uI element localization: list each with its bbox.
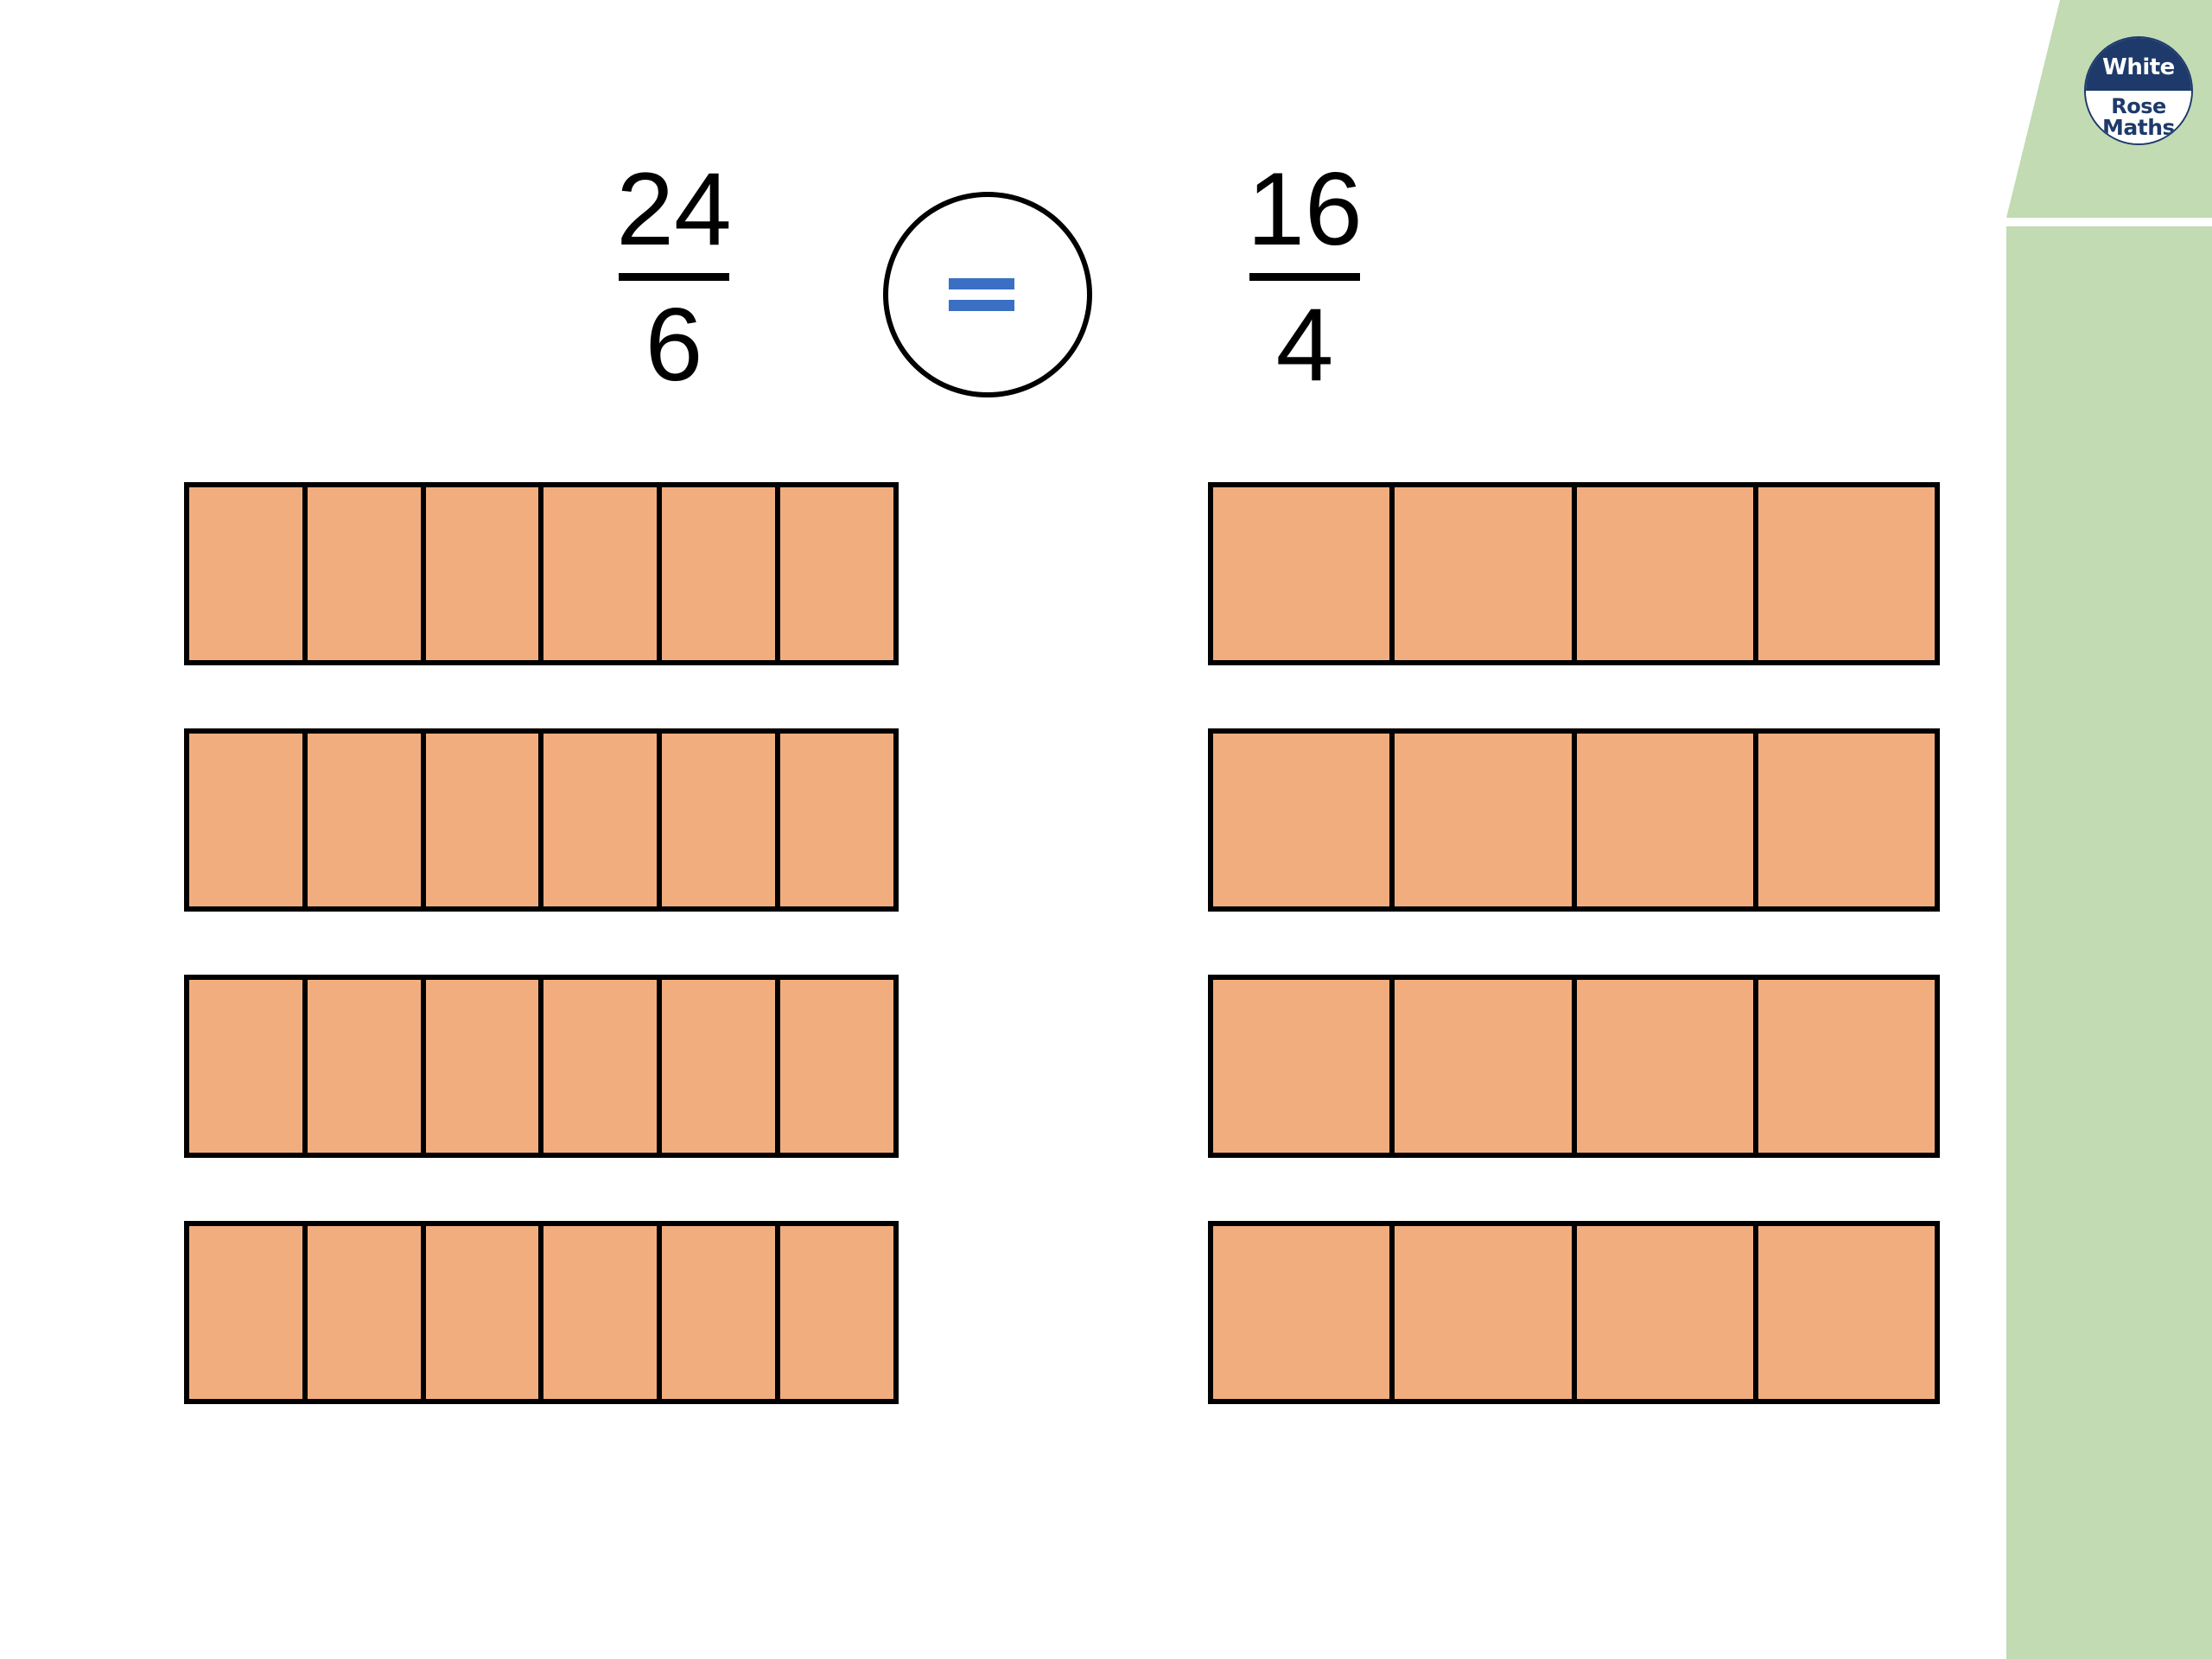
equals-icon xyxy=(949,278,1014,311)
fraction-right-vinculum xyxy=(1249,273,1360,281)
bar-model-cell xyxy=(307,734,426,906)
logo-word-rose: Rose xyxy=(2111,94,2166,118)
bar-model-row xyxy=(1208,728,1940,912)
bar-model-cell xyxy=(1758,734,1935,906)
bar-model-cell xyxy=(425,980,544,1153)
equals-icon-bar-bottom xyxy=(949,300,1014,311)
bar-model-cell xyxy=(662,734,781,906)
bar-model-row xyxy=(1208,975,1940,1158)
bar-model-cell xyxy=(780,1226,893,1399)
fraction-left-denominator: 6 xyxy=(645,287,703,403)
bar-model-cell xyxy=(1213,734,1395,906)
bar-model-cell xyxy=(425,734,544,906)
bar-model-cell xyxy=(307,487,426,660)
fraction-left-numerator: 24 xyxy=(616,151,732,267)
fraction-right: 16 4 xyxy=(1201,157,1408,397)
bar-model-cell xyxy=(1395,734,1577,906)
bar-model-cell xyxy=(1576,1226,1758,1399)
bar-model-cell xyxy=(780,734,893,906)
bar-model-cell xyxy=(780,980,893,1153)
white-rose-maths-logo: White Rose Maths xyxy=(2084,36,2193,145)
equals-icon-bar-top xyxy=(949,278,1014,289)
bar-model-cell xyxy=(189,734,308,906)
bar-model-cell xyxy=(1576,734,1758,906)
bar-model-cell xyxy=(662,1226,781,1399)
logo-bottom-half: Rose Maths xyxy=(2086,91,2191,143)
bar-model-cell xyxy=(1213,980,1395,1153)
bar-model-cell xyxy=(425,1226,544,1399)
decorative-green-panel xyxy=(2006,226,2212,1659)
bar-model-cell xyxy=(1758,1226,1935,1399)
bar-model-cell xyxy=(543,980,663,1153)
logo-word-maths: Maths xyxy=(2102,115,2175,140)
bar-model-row xyxy=(184,728,899,912)
bar-model-row xyxy=(1208,482,1940,665)
bar-model-cell xyxy=(1758,980,1935,1153)
bar-model-cell xyxy=(543,1226,663,1399)
bar-model-cell xyxy=(189,980,308,1153)
fraction-left-vinculum xyxy=(619,273,729,281)
bar-model-cell xyxy=(1395,487,1577,660)
fraction-right-numerator: 16 xyxy=(1247,151,1363,267)
fraction-right-denominator: 4 xyxy=(1275,287,1334,403)
bar-model-cell xyxy=(1576,487,1758,660)
bar-model-row xyxy=(184,1221,899,1404)
bar-model-cell xyxy=(307,1226,426,1399)
bar-model-row xyxy=(184,482,899,665)
bar-model-cell xyxy=(1395,1226,1577,1399)
bar-model-cell xyxy=(307,980,426,1153)
bar-model-cell xyxy=(662,980,781,1153)
comparison-symbol-circle[interactable] xyxy=(883,192,1092,397)
bar-model-row xyxy=(1208,1221,1940,1404)
bar-model-cell xyxy=(1758,487,1935,660)
logo-word-white: White xyxy=(2102,54,2175,80)
bar-model-cell xyxy=(189,1226,308,1399)
bar-model-cell xyxy=(1576,980,1758,1153)
bar-model-cell xyxy=(662,487,781,660)
bar-model-cell xyxy=(1213,1226,1395,1399)
bar-model-row xyxy=(184,975,899,1158)
bar-model-cell xyxy=(780,487,893,660)
bar-model-cell xyxy=(1395,980,1577,1153)
bar-model-cell xyxy=(425,487,544,660)
bar-model-cell xyxy=(543,734,663,906)
bar-model-cell xyxy=(189,487,308,660)
logo-top-half: White xyxy=(2086,38,2191,91)
bar-model-cell xyxy=(1213,487,1395,660)
fraction-left: 24 6 xyxy=(570,157,778,397)
bar-model-cell xyxy=(543,487,663,660)
